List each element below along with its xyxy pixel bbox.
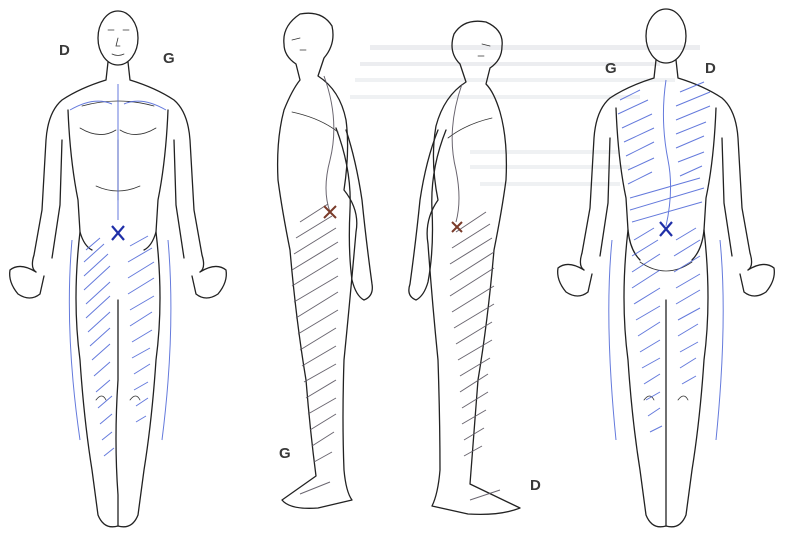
back-view-figure [558, 9, 775, 527]
side-right-pain-hatching [450, 84, 500, 500]
side-left-pain-hatching [292, 76, 338, 494]
faint-background-text [350, 45, 700, 186]
side-right-label: D [530, 478, 541, 493]
side-left-origin-mark [324, 206, 336, 218]
front-right-side-label: D [59, 43, 70, 58]
side-left-label: G [279, 446, 291, 461]
front-pain-hatching [69, 84, 171, 456]
back-right-side-label: D [705, 61, 716, 76]
front-origin-mark [112, 226, 124, 240]
front-left-side-label: G [163, 51, 175, 66]
back-left-side-label: G [605, 61, 617, 76]
front-view-figure [10, 11, 227, 527]
side-view-left-figure [278, 13, 373, 508]
side-right-origin-mark [452, 222, 462, 232]
